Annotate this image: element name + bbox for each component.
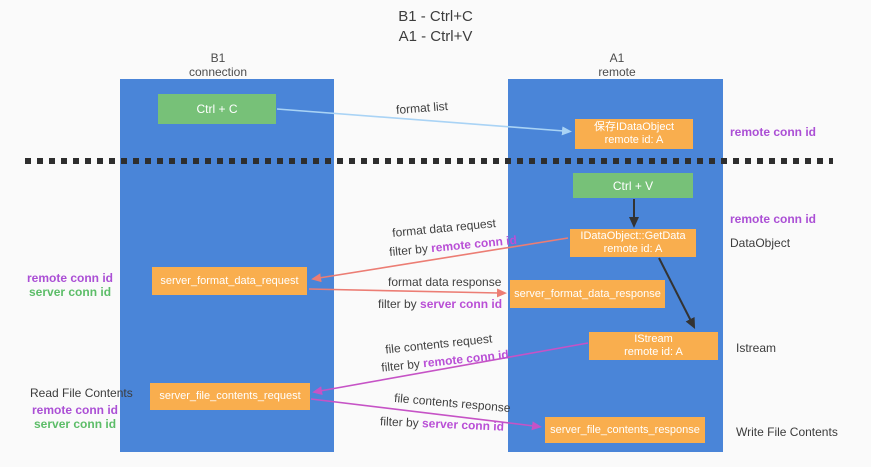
left-server-conn-id-bottom: server conn id — [34, 417, 117, 431]
server-conn-id-highlight-1: server conn id — [420, 297, 503, 311]
server-conn-id-highlight-2: server conn id — [421, 416, 505, 434]
left-remote-conn-id-mid: remote conn id — [27, 271, 114, 285]
filter-by-server-conn-id-label-2: filter by server conn id — [380, 414, 505, 433]
left-remote-conn-id-bottom: remote conn id — [32, 403, 119, 417]
title-line-2: A1 - Ctrl+V — [398, 28, 473, 45]
right-column-title: A1 — [609, 51, 625, 65]
right-column-subtitle: remote — [598, 65, 636, 79]
server-format-data-response-label: server_format_data_response — [514, 287, 661, 300]
istream-annotation: Istream — [736, 341, 777, 355]
filter-by-prefix-4: filter by — [379, 414, 423, 431]
istream-line1: IStream — [634, 333, 673, 345]
boundary-dashed-line — [25, 158, 833, 164]
filter-by-prefix-2: filter by — [378, 297, 421, 311]
left-column-header: B1 connection — [148, 51, 288, 79]
diagram-title: B1 - Ctrl+C A1 - Ctrl+V — [0, 7, 871, 47]
read-file-contents-annotation: Read File Contents — [30, 386, 133, 400]
ctrl-c-label: Ctrl + C — [196, 102, 238, 116]
filter-by-prefix-1: filter by — [388, 241, 432, 260]
left-column-title: B1 — [210, 51, 226, 65]
server-file-contents-request-node: server_file_contents_request — [150, 383, 310, 410]
idataobject-getdata-node: IDataObject::GetData remote id: A — [570, 229, 696, 257]
getdata-line2: remote id: A — [603, 243, 663, 255]
dataobject-annotation: DataObject — [730, 236, 791, 250]
ctrl-v-label: Ctrl + V — [612, 178, 654, 193]
istream-line2: remote id: A — [624, 346, 683, 358]
remote-conn-id-annotation-top: remote conn id — [730, 125, 817, 139]
write-file-contents-annotation: Write File Contents — [736, 425, 838, 439]
left-server-conn-id-mid: server conn id — [29, 285, 112, 299]
server-format-data-request-node: server_format_data_request — [152, 267, 307, 295]
istream-node: IStream remote id: A — [589, 332, 718, 360]
remote-conn-id-highlight-1: remote conn id — [430, 232, 518, 256]
server-format-data-response-node: server_format_data_response — [510, 280, 665, 308]
store-dataobject-line1: 保存IDataObject — [593, 121, 675, 133]
store-dataobject-node: 保存IDataObject remote id: A — [575, 119, 693, 149]
format-list-label: format list — [395, 98, 449, 118]
server-file-contents-request-label: server_file_contents_request — [159, 390, 301, 402]
ctrl-v-node: Ctrl + V — [573, 173, 693, 198]
getdata-line1: IDataObject::GetData — [580, 230, 686, 242]
store-dataobject-line2: remote id: A — [604, 134, 664, 146]
server-file-contents-response-label: server_file_contents_response — [550, 423, 700, 436]
ctrl-c-node: Ctrl + C — [158, 94, 276, 124]
filter-by-server-conn-id-label-1: filter by server conn id — [378, 297, 502, 311]
server-file-contents-response-node: server_file_contents_response — [545, 417, 705, 443]
title-line-1: B1 - Ctrl+C — [398, 8, 473, 25]
left-column-subtitle: connection — [188, 65, 248, 79]
right-column-header: A1 remote — [547, 51, 687, 79]
format-data-response-arrow — [308, 288, 507, 298]
remote-conn-id-annotation-mid: remote conn id — [730, 212, 817, 226]
format-data-response-label: format data response — [388, 275, 502, 289]
filter-by-prefix-3: filter by — [380, 356, 424, 375]
file-contents-response-label: file contents response — [393, 390, 512, 416]
server-format-data-request-label: server_format_data_request — [160, 274, 299, 287]
